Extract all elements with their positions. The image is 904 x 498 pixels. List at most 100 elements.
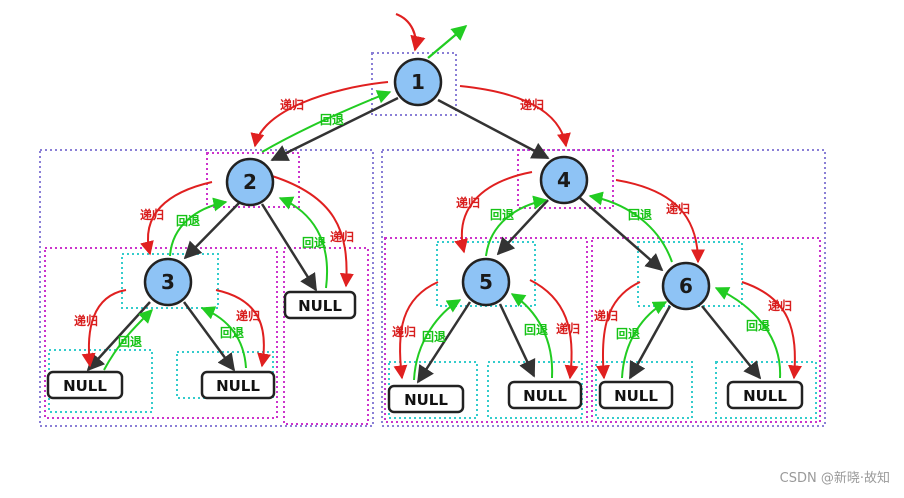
label-back-null-3R: 回退 xyxy=(220,326,244,340)
null-5-right-label: NULL xyxy=(523,387,567,405)
back-null-2 xyxy=(278,196,329,289)
recur-3-nullL xyxy=(81,289,127,368)
null-5-right: NULL xyxy=(507,380,583,410)
label-recur-4-6: 递归 xyxy=(666,201,690,216)
back-null-5L xyxy=(413,299,462,381)
back-null-6L xyxy=(621,301,668,379)
box-subtree-5 xyxy=(384,237,588,423)
label-back-null-6L: 回退 xyxy=(616,327,640,341)
label-back-null-5R: 回退 xyxy=(524,323,548,337)
recur-1-2 xyxy=(250,81,389,148)
box-right-null-2 xyxy=(283,247,369,425)
back-null-6R xyxy=(714,287,782,379)
label-recur-4-5: 递归 xyxy=(456,195,480,210)
label-recur-6-nullL: 递归 xyxy=(594,308,618,323)
label-recur-2-null: 递归 xyxy=(330,229,354,244)
null-3-left: NULL xyxy=(46,370,124,400)
label-back-3-2: 回退 xyxy=(176,214,200,228)
recur-6-nullL xyxy=(595,281,641,380)
null-6-left-label: NULL xyxy=(614,387,658,405)
recursion-labels: 递归 递归 递归 递归 递归 递归 递归 递归 递归 递归 递归 递归 xyxy=(74,97,792,339)
null-5-left: NULL xyxy=(387,384,465,414)
recur-2-null xyxy=(271,175,354,288)
label-back-null-2: 回退 xyxy=(302,236,326,250)
node-5-label: 5 xyxy=(479,270,493,294)
node-4-label: 4 xyxy=(557,168,571,192)
recur-3-nullR xyxy=(215,289,271,368)
null-6-right-label: NULL xyxy=(743,387,787,405)
edge-4-6 xyxy=(579,197,664,272)
back-null-5R xyxy=(510,293,554,379)
box-subtree-3 xyxy=(44,247,278,419)
recur-6-nullR xyxy=(741,281,803,380)
box-null-6-left xyxy=(595,361,693,419)
node-5: 5 xyxy=(461,257,511,307)
recursion-arrows xyxy=(81,81,803,380)
outer-boxes xyxy=(39,52,826,427)
box-null-3-left xyxy=(48,349,153,413)
label-back-2-1: 回退 xyxy=(320,113,344,127)
label-recur-2-3: 递归 xyxy=(140,207,164,222)
edge-2-3 xyxy=(183,201,241,260)
recur-4-6 xyxy=(615,179,705,264)
recur-5-nullL xyxy=(393,281,439,380)
null-2-right-label: NULL xyxy=(298,297,342,315)
box-node-4 xyxy=(517,149,614,209)
back-6-4 xyxy=(588,191,673,263)
label-recur-5-nullR: 递归 xyxy=(556,321,580,336)
edge-1-2 xyxy=(270,96,399,162)
null-3-right-label: NULL xyxy=(216,377,260,395)
label-recur-5-nullL: 递归 xyxy=(392,324,416,339)
back-null-3L xyxy=(103,309,153,371)
backtrack-labels: 回退 回退 回退 回退 回退 回退 回退 回退 回退 回退 回退 xyxy=(118,113,770,349)
back-3-2 xyxy=(169,197,228,257)
null-3-left-label: NULL xyxy=(63,377,107,395)
label-recur-1-2: 递归 xyxy=(280,97,304,112)
tree-nodes: 1 2 3 4 5 6 xyxy=(143,57,711,311)
label-back-5-4: 回退 xyxy=(490,208,514,222)
null-6-right: NULL xyxy=(726,380,804,410)
box-left-subtree xyxy=(39,149,374,427)
null-6-left: NULL xyxy=(598,380,674,410)
recur-1-4 xyxy=(459,85,571,148)
label-back-6-4: 回退 xyxy=(628,208,652,222)
entry-arrow xyxy=(395,12,426,52)
node-2-label: 2 xyxy=(243,170,257,194)
node-6-label: 6 xyxy=(679,274,693,298)
exit-arrow xyxy=(427,25,468,59)
edge-1-4 xyxy=(437,98,550,160)
subtree-boxes xyxy=(44,149,821,425)
node-3: 3 xyxy=(143,257,193,307)
back-2-1 xyxy=(261,90,392,153)
label-back-null-6R: 回退 xyxy=(746,319,770,333)
box-subtree-6 xyxy=(591,237,821,423)
null-boxes: NULL NULL NULL NULL NULL NULL NULL xyxy=(46,290,804,414)
label-recur-6-nullR: 递归 xyxy=(768,298,792,313)
backtrack-arrows xyxy=(103,90,782,381)
edge-3-nullR xyxy=(182,301,236,372)
label-back-null-3L: 回退 xyxy=(118,335,142,349)
node-4: 4 xyxy=(539,155,589,205)
node-3-label: 3 xyxy=(161,270,175,294)
back-5-4 xyxy=(485,195,548,257)
node-1: 1 xyxy=(393,57,443,107)
edge-6-nullR xyxy=(701,305,762,380)
null-5-left-label: NULL xyxy=(404,391,448,409)
edge-2-null xyxy=(260,203,318,292)
recur-5-nullR xyxy=(529,279,579,380)
label-back-null-5L: 回退 xyxy=(422,330,446,344)
node-6: 6 xyxy=(661,261,711,311)
recur-4-5 xyxy=(454,171,533,254)
recur-2-3 xyxy=(140,181,213,256)
node-2: 2 xyxy=(225,157,275,207)
label-recur-3-nullL: 递归 xyxy=(74,313,98,328)
box-node-2 xyxy=(206,152,300,208)
box-null-6-right xyxy=(715,361,817,419)
back-null-3R xyxy=(200,306,247,369)
null-2-right: NULL xyxy=(283,290,357,320)
watermark: CSDN @新晓·故知 xyxy=(779,471,890,486)
edge-6-nullL xyxy=(628,305,672,380)
label-recur-1-4: 递归 xyxy=(520,97,544,112)
edge-5-nullL xyxy=(416,301,472,384)
